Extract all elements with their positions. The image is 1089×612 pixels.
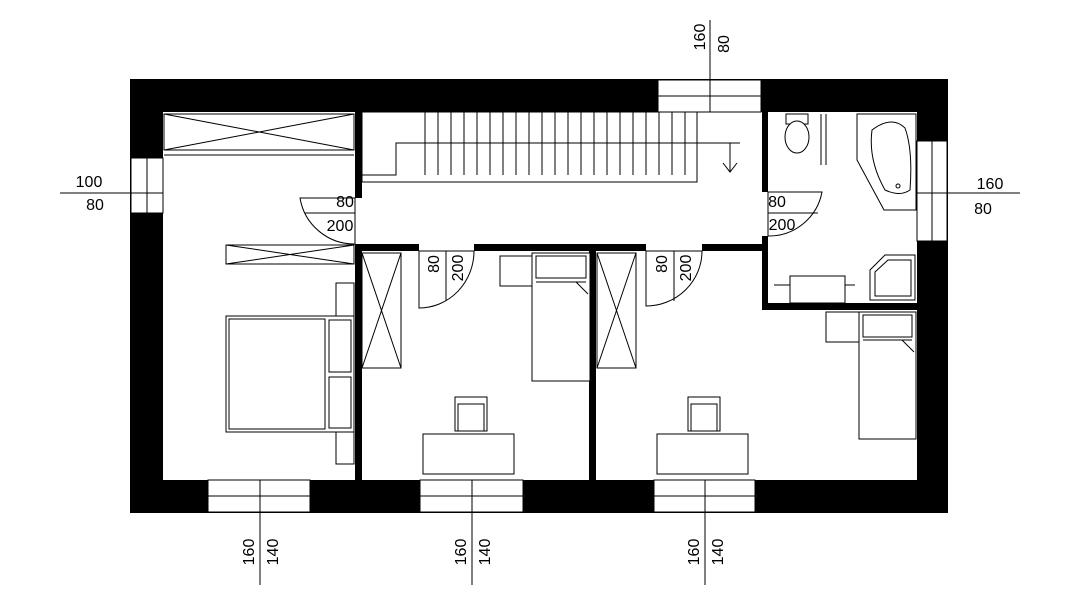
desk-room-1 xyxy=(422,433,515,475)
dim-door-room-1-height: 200 xyxy=(450,255,467,282)
dim-door-room-2-width: 80 xyxy=(654,255,671,273)
nightstand-bottom xyxy=(335,430,355,465)
single-bed-room-1 xyxy=(531,252,591,382)
dim-right-window-height: 80 xyxy=(974,201,992,218)
room-3 xyxy=(825,311,917,440)
dim-left-window-width: 100 xyxy=(76,174,103,191)
door-hall-right xyxy=(767,191,823,237)
bathroom xyxy=(774,113,917,304)
stair-arrow-head xyxy=(722,162,738,173)
dim-bottom-window-3-height: 140 xyxy=(710,539,727,566)
wall-bath-bottom xyxy=(762,303,917,310)
dimension-lines xyxy=(60,20,1020,585)
door-room-2 xyxy=(645,250,703,307)
dim-door-hall-left-width: 80 xyxy=(336,194,354,211)
pillow-bottom xyxy=(328,376,352,429)
shower-tray-icon xyxy=(869,254,916,301)
dim-door-hall-left-height: 200 xyxy=(327,218,354,235)
wall-bedroom-divider xyxy=(355,251,362,480)
wall-hall-bottom-a xyxy=(355,244,419,251)
room-1 xyxy=(361,252,591,475)
wall-hall-left xyxy=(355,112,362,198)
dimension-labels: 160 80 100 80 160 80 160 140 160 140 160… xyxy=(76,24,1004,566)
wall-hall-bottom-b xyxy=(474,244,646,251)
dim-top-window-height: 80 xyxy=(716,35,733,53)
staircase xyxy=(361,111,740,183)
wall-rooms-divider xyxy=(589,251,596,480)
dim-door-room-1-width: 80 xyxy=(426,255,443,273)
wall-top xyxy=(130,79,948,112)
dim-bottom-window-1-height: 140 xyxy=(265,539,282,566)
chair-room-1 xyxy=(454,396,488,432)
nightstand-top xyxy=(335,282,355,318)
dim-top-window-width: 160 xyxy=(692,24,709,51)
wall-bath-left-bottom xyxy=(762,236,768,310)
chair-room-2 xyxy=(687,396,721,432)
dim-door-hall-right-width: 80 xyxy=(768,194,786,211)
corner-bathtub-icon xyxy=(856,113,917,211)
pillow-top xyxy=(328,319,352,373)
desk-room-2 xyxy=(656,433,749,475)
dim-bottom-window-2-width: 160 xyxy=(453,539,470,566)
wall-left xyxy=(130,79,163,513)
dim-bottom-window-3-width: 160 xyxy=(686,539,703,566)
room-2 xyxy=(596,252,749,475)
dim-right-window-width: 160 xyxy=(977,176,1004,193)
interior-walls xyxy=(355,112,917,480)
wall-bath-left-top xyxy=(762,112,768,192)
wall-hall-bottom-c xyxy=(702,244,768,251)
nightstand-room-1 xyxy=(499,255,533,287)
dim-left-window-height: 80 xyxy=(86,197,104,214)
single-bed-room-3 xyxy=(858,311,917,440)
nightstand-room-3 xyxy=(825,311,860,343)
door-room-1 xyxy=(418,250,475,309)
master-bedroom xyxy=(163,113,355,465)
dim-door-hall-right-height: 200 xyxy=(769,217,796,234)
toilet-bowl-icon xyxy=(784,120,810,154)
door-hall-left xyxy=(299,197,356,245)
washbasin xyxy=(789,275,846,304)
dim-bottom-window-1-width: 160 xyxy=(241,539,258,566)
dim-bottom-window-2-height: 140 xyxy=(477,539,494,566)
dim-door-room-2-height: 200 xyxy=(678,255,695,282)
stair-treads xyxy=(424,112,686,175)
